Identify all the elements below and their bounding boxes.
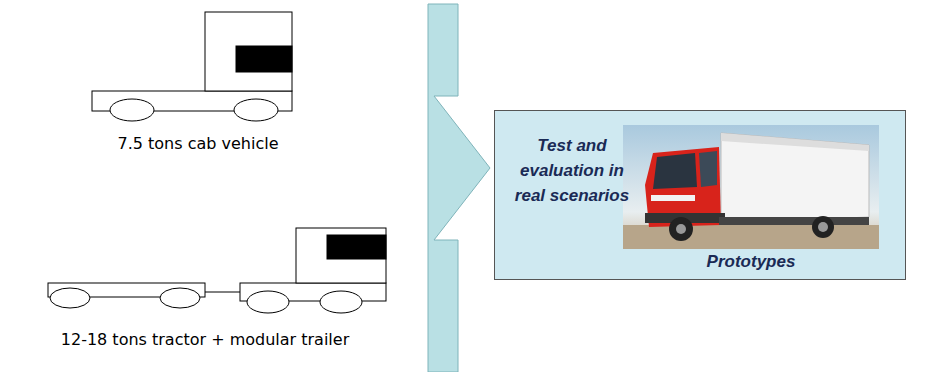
vehicle-caption: 12-18 tons tractor + modular trailer [61, 330, 349, 349]
box-heading: Test and evaluation in real scenarios [503, 133, 641, 208]
result-box: Test and evaluation in real scenariosPro… [494, 110, 906, 280]
tractor-trailer-drawing [48, 228, 386, 313]
flow-arrow-band [428, 4, 490, 372]
truck-drawing [92, 12, 292, 121]
truck-photo [623, 125, 879, 249]
vehicle-caption: 7.5 tons cab vehicle [118, 134, 279, 153]
photo-caption: Prototypes [623, 249, 879, 274]
